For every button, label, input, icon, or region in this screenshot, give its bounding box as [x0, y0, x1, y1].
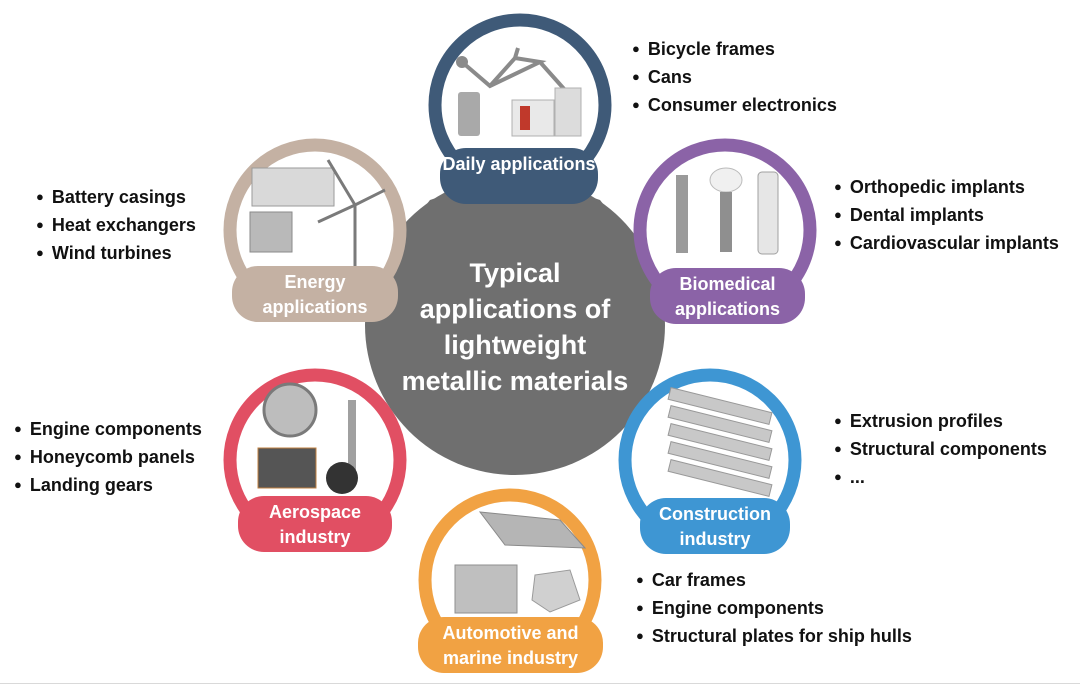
engine-component-icon [531, 569, 581, 613]
battery-casing-icon [251, 167, 335, 207]
list-item: Consumer electronics [632, 92, 837, 120]
extrusion-profiles-icon [667, 386, 773, 498]
list-item: Battery casings [36, 184, 196, 212]
bone-screw-icon [676, 175, 688, 253]
automotive-label: Automotive and marine industry [442, 623, 579, 668]
center-gear-core [365, 175, 665, 475]
bicycle-frame-icon [456, 47, 567, 92]
construction-label-pill [640, 498, 790, 554]
node-aerospace [223, 368, 407, 552]
list-item: Cans [632, 64, 837, 92]
list-item: Wind turbines [36, 240, 196, 268]
list-item: Dental implants [834, 202, 1059, 230]
honeycomb-panel-icon [257, 447, 317, 489]
list-item: Car frames [636, 567, 912, 595]
wind-turbine-icon [317, 159, 386, 266]
landing-gear-icon [326, 400, 358, 494]
daily-label: Daily applications [442, 154, 596, 174]
list-item: Orthopedic implants [834, 174, 1059, 202]
list-item: Bicycle frames [632, 36, 837, 64]
metal-plate-icon [454, 564, 518, 614]
energy-items-list: Battery casings Heat exchangers Wind tur… [36, 184, 196, 268]
energy-label: Energy applications [262, 272, 368, 317]
aerospace-label: Aerospace industry [268, 502, 362, 547]
center-title: Typical applications of lightweight meta… [401, 258, 629, 396]
list-item: Honeycomb panels [14, 444, 202, 472]
list-item: Structural components [834, 436, 1047, 464]
list-item: Landing gears [14, 472, 202, 500]
consumer-electronics-icon [511, 87, 582, 137]
turbine-icon [262, 382, 318, 438]
dental-implant-icon [709, 167, 743, 252]
construction-items-list: Extrusion profiles Structural components… [834, 408, 1047, 492]
list-item: Structural plates for ship hulls [636, 623, 912, 651]
node-construction [618, 368, 802, 554]
list-item: ... [834, 464, 1047, 492]
automotive-label-pill [418, 617, 603, 673]
energy-label-pill [232, 266, 398, 322]
biomedical-label: Biomedical applications [674, 274, 781, 319]
node-biomedical [633, 138, 817, 324]
biomedical-items-list: Orthopedic implants Dental implants Card… [834, 174, 1059, 258]
node-energy [223, 138, 407, 322]
bottom-divider [0, 683, 1080, 684]
list-item: Extrusion profiles [834, 408, 1047, 436]
daily-label-pill [440, 148, 598, 204]
node-daily [428, 13, 612, 204]
stent-icon [757, 171, 779, 255]
aerospace-items-list: Engine components Honeycomb panels Landi… [14, 416, 202, 500]
biomedical-label-pill [650, 268, 805, 324]
car-frame-icon [478, 511, 587, 549]
list-item: Heat exchangers [36, 212, 196, 240]
list-item: Engine components [14, 416, 202, 444]
list-item: Engine components [636, 595, 912, 623]
can-icon [458, 92, 480, 136]
automotive-items-list: Car frames Engine components Structural … [636, 567, 912, 651]
node-automotive [418, 488, 603, 673]
list-item: Cardiovascular implants [834, 230, 1059, 258]
heat-exchanger-icon [249, 211, 293, 253]
aerospace-label-pill [238, 496, 392, 552]
construction-label: Construction industry [659, 504, 771, 549]
daily-items-list: Bicycle frames Cans Consumer electronics [632, 36, 837, 120]
center-gear [365, 175, 665, 475]
